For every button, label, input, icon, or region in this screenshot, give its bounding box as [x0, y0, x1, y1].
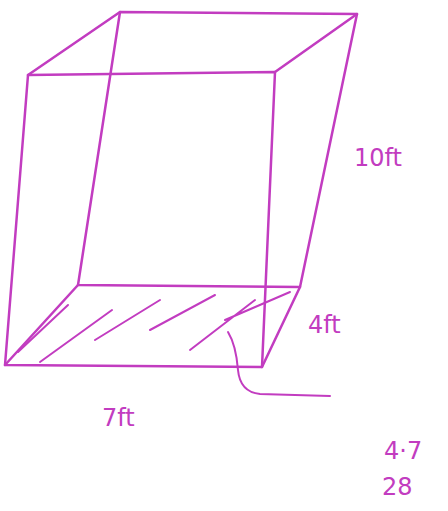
height-dimension: 10ft [352, 145, 404, 171]
area-result: 28 [380, 474, 415, 500]
leader-line [228, 332, 330, 396]
depth-edges [5, 12, 357, 367]
base-hatching [18, 292, 290, 362]
area-calculation: 4·7 [382, 438, 424, 464]
depth-dimension: 4ft [306, 312, 343, 338]
front-face [5, 72, 275, 367]
back-face [78, 12, 357, 287]
width-dimension: 7ft [100, 405, 137, 431]
